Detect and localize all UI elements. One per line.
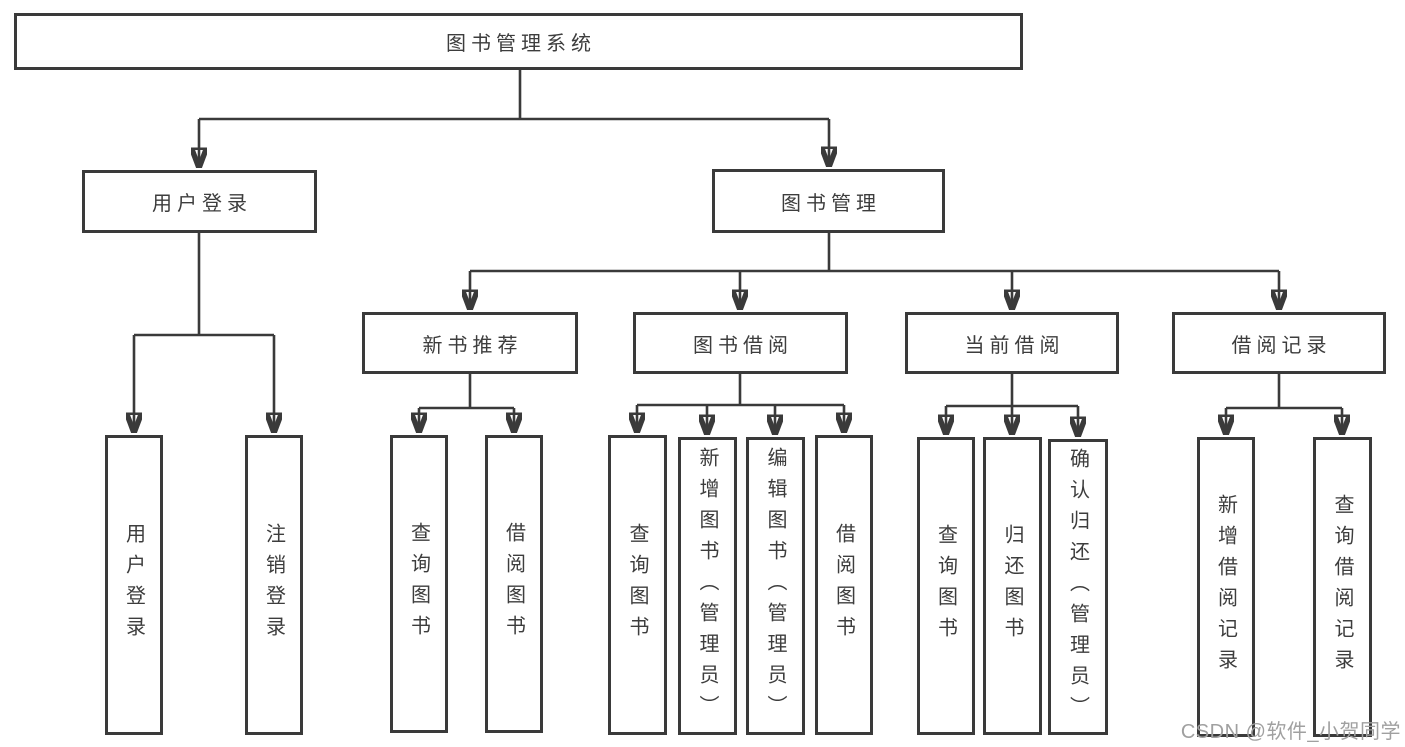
leaf-records-query-record: 查询借阅记录 [1313, 437, 1372, 737]
node-current-borrowing: 当前借阅 [905, 312, 1119, 374]
node-borrowing-records: 借阅记录 [1172, 312, 1386, 374]
node-book-management: 图书管理 [712, 169, 945, 233]
leaf-logout: 注销登录 [245, 435, 303, 735]
leaf-borrowing-borrow-book: 借阅图书 [815, 435, 873, 735]
node-new-book-recommend: 新书推荐 [362, 312, 578, 374]
leaf-current-query-book: 查询图书 [917, 437, 975, 735]
leaf-current-return-book: 归还图书 [983, 437, 1042, 735]
node-user-login: 用户登录 [82, 170, 317, 233]
leaf-records-add-record: 新增借阅记录 [1197, 437, 1255, 737]
leaf-borrowing-add-book: 新增图书（管理员） [678, 437, 737, 735]
root-node: 图书管理系统 [14, 13, 1023, 70]
leaf-recommend-query-book: 查询图书 [390, 435, 448, 733]
leaf-recommend-borrow-book: 借阅图书 [485, 435, 543, 733]
node-book-borrowing: 图书借阅 [633, 312, 848, 374]
csdn-watermark: CSDN @软件_小贺同学 [1180, 721, 1401, 743]
leaf-user-login: 用户登录 [105, 435, 163, 735]
leaf-current-confirm-return: 确认归还（管理员） [1048, 439, 1108, 735]
leaf-borrowing-edit-book: 编辑图书（管理员） [746, 437, 805, 735]
leaf-borrowing-query-book: 查询图书 [608, 435, 667, 735]
